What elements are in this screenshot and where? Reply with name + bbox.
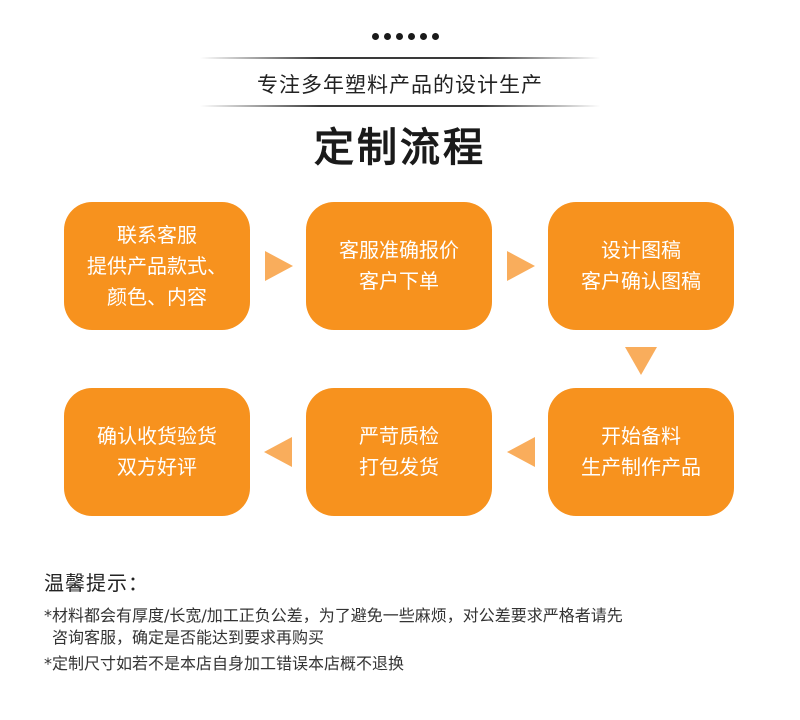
step-2-line-1: 客服准确报价 xyxy=(339,238,459,262)
dot xyxy=(420,33,427,40)
dot xyxy=(408,33,415,40)
tip-line-2: 咨询客服，确定是否能达到要求再购买 xyxy=(52,628,325,647)
dot xyxy=(384,33,391,40)
subtitle-banner: 专注多年塑料产品的设计生产 xyxy=(200,57,600,107)
step-1-line-2: 提供产品款式、 xyxy=(87,253,227,278)
step-1-line-3: 颜色、内容 xyxy=(107,284,207,309)
step-6-line-1: 确认收货验货 xyxy=(97,424,217,448)
step-5-line-1: 严苛质检 xyxy=(359,424,439,448)
step-6-box: 确认收货验货 双方好评 xyxy=(64,388,250,516)
dot xyxy=(372,33,379,40)
step-4-line-1: 开始备料 xyxy=(601,424,681,448)
decorative-dots xyxy=(372,33,439,40)
step-4-box: 开始备料 生产制作产品 xyxy=(548,388,734,516)
page-title: 定制流程 xyxy=(314,125,486,171)
step-5-line-2: 打包发货 xyxy=(359,455,439,479)
arrow-right-icon xyxy=(265,251,293,281)
arrow-right-icon xyxy=(507,251,535,281)
dot xyxy=(396,33,403,40)
arrow-down-icon xyxy=(625,347,657,375)
step-3-line-1: 设计图稿 xyxy=(601,238,681,262)
step-1-line-1: 联系客服 xyxy=(117,222,197,247)
arrow-left-icon xyxy=(264,437,292,467)
step-2-line-2: 客户下单 xyxy=(359,269,439,293)
tips-title: 温馨提示： xyxy=(44,571,149,595)
step-5-box: 严苛质检 打包发货 xyxy=(306,388,492,516)
divider-top xyxy=(200,57,600,59)
step-3-box: 设计图稿 客户确认图稿 xyxy=(548,202,734,330)
subtitle: 专注多年塑料产品的设计生产 xyxy=(257,73,543,97)
step-2-box: 客服准确报价 客户下单 xyxy=(306,202,492,330)
step-3-line-2: 客户确认图稿 xyxy=(581,269,701,293)
dot xyxy=(432,33,439,40)
divider-bottom xyxy=(200,105,600,107)
step-4-line-2: 生产制作产品 xyxy=(581,455,701,479)
tip-line-3: *定制尺寸如若不是本店自身加工错误本店概不退换 xyxy=(44,654,405,673)
tip-line-1: *材料都会有厚度/长宽/加工正负公差，为了避免一些麻烦，对公差要求严格者请先 xyxy=(44,606,623,625)
step-6-line-2: 双方好评 xyxy=(117,455,197,479)
arrow-left-icon xyxy=(507,437,535,467)
step-1-box: 联系客服 提供产品款式、 颜色、内容 xyxy=(64,202,250,330)
